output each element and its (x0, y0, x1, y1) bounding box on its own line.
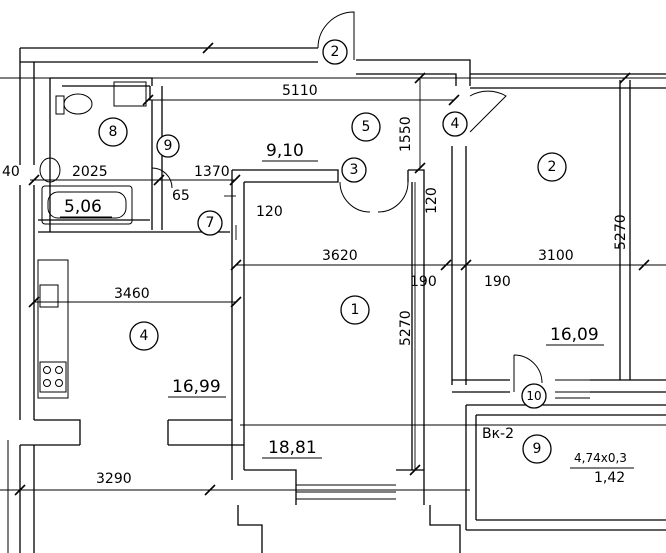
wall-top-mid (356, 59, 471, 86)
dimension-lines (0, 77, 666, 491)
marker-balcony-9: 9 (533, 441, 542, 457)
marker-door-3: 3 (350, 162, 359, 178)
dim-1370: 1370 (194, 164, 230, 180)
dim-190-right: 190 (484, 274, 511, 290)
balcony-code: Вк-2 (482, 426, 514, 442)
marker-room-1: 1 (351, 302, 360, 318)
marker-room-5: 5 (362, 119, 371, 135)
windows (7, 379, 590, 553)
room-markers: 1 2 2 3 4 4 5 7 8 9 9 10 (98, 39, 567, 464)
wall-left-upper (19, 48, 35, 165)
dim-5270-left: 5270 (398, 310, 414, 346)
dim-3100: 3100 (538, 248, 574, 264)
marker-room-4: 4 (140, 328, 149, 344)
door-balcony (513, 354, 543, 392)
marker-room-8: 8 (109, 124, 118, 140)
wall-room4-bottom (20, 419, 244, 446)
kitchen-sink-icon (39, 284, 59, 308)
wall-left-mid (19, 185, 35, 420)
dim-3290: 3290 (96, 471, 132, 487)
area-room-5: 9,10 (266, 141, 304, 161)
marker-door-4: 4 (451, 116, 460, 132)
wall-balcony-right (465, 404, 666, 531)
kitchen-fixtures (37, 259, 69, 399)
door-bathroom (151, 167, 173, 189)
bathroom-fixtures (39, 81, 147, 225)
wall-top-left (20, 47, 318, 63)
wall-balcony-left (19, 445, 35, 553)
area-room-2: 16,09 (550, 325, 599, 345)
kitchen-counter (37, 259, 69, 399)
area-labels: 18,81 16,09 16,99 9,10 5,06 1,42 4,74x0,… (60, 141, 634, 486)
wall-room1-top (232, 169, 339, 183)
wall-room2-left (451, 146, 467, 385)
entry-door (317, 11, 355, 60)
marker-door-2: 2 (331, 44, 340, 60)
toilet-icon (63, 93, 93, 115)
dim-65: 65 (172, 188, 190, 204)
marker-room-2: 2 (548, 159, 557, 175)
wall-room2-bottom (452, 379, 666, 393)
marker-door-10: 10 (526, 389, 541, 403)
wall-room1-left (231, 170, 245, 480)
dim-5270-right: 5270 (613, 214, 629, 250)
dim-2025: 2025 (72, 164, 108, 180)
double-door-room1 (339, 181, 409, 213)
door-room2 (469, 90, 507, 133)
marker-door-9: 9 (164, 138, 173, 154)
dim-120-left: 120 (256, 204, 283, 220)
dim-3620: 3620 (322, 248, 358, 264)
dim-120-right: 120 (424, 187, 440, 214)
marker-door-7: 7 (206, 215, 215, 231)
doors (151, 11, 543, 392)
dim-1550: 1550 (398, 116, 414, 152)
area-room-1: 18,81 (268, 438, 317, 458)
dim-40: 40 (2, 164, 20, 180)
washbasin-icon (113, 81, 147, 107)
dimension-labels: 5110 1550 2025 40 1370 65 120 120 3620 3… (2, 83, 629, 487)
area-room-4: 16,99 (172, 377, 221, 397)
wall-corridor-top (62, 85, 163, 100)
stove-icon (39, 361, 67, 393)
tick-marks (14, 42, 650, 496)
dim-3460: 3460 (114, 286, 150, 302)
dim-5110: 5110 (282, 83, 318, 99)
wall-room1-right (407, 169, 425, 470)
balcony-size: 4,74x0,3 (574, 451, 627, 465)
wall-bottom-central (237, 469, 461, 553)
bathtub-icon (41, 185, 133, 225)
area-room-8: 5,06 (64, 197, 102, 217)
area-balcony: 1,42 (594, 470, 625, 486)
dim-190-left: 190 (410, 274, 437, 290)
wall-top-right (470, 73, 666, 89)
sink-icon (39, 157, 61, 183)
